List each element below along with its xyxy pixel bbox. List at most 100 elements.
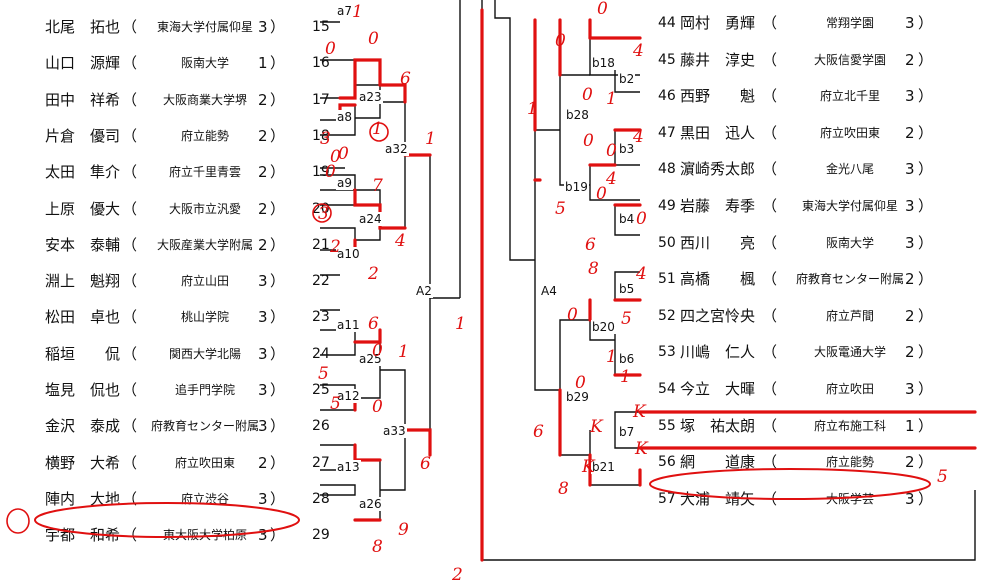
player-grade: 3: [905, 14, 915, 32]
frame-line: [481, 0, 976, 561]
player-name: 太田 隼介: [45, 163, 121, 182]
handwritten-mark: 4: [395, 231, 406, 251]
player-school: 関西大学北陽: [168, 346, 241, 361]
paren-open: （: [122, 453, 138, 472]
handwritten-mark: 4: [606, 169, 617, 189]
player-school: 府立吹田: [825, 382, 874, 396]
player-entry-number: 45: [658, 51, 676, 68]
handwritten-mark: 1: [372, 119, 383, 139]
handwritten-mark: 2: [330, 237, 341, 257]
paren-open: （: [122, 308, 138, 327]
handwritten-mark: 0: [636, 209, 647, 229]
match-label: a24: [358, 212, 383, 226]
match-label: b5: [618, 282, 636, 296]
handwritten-mark: 5: [330, 394, 341, 414]
paren-open: （: [762, 380, 778, 398]
paren-close: ）: [270, 163, 286, 182]
player-grade: 2: [258, 126, 268, 145]
player-name: 松田 卓也: [45, 308, 121, 327]
handwritten-mark: 6: [420, 454, 431, 474]
player-entry-number: 55: [658, 417, 676, 434]
player-name: 田中 祥希: [45, 90, 121, 109]
paren-open: （: [122, 199, 138, 218]
paren-open: （: [762, 233, 778, 252]
circle-rank-5-left: [6, 508, 30, 534]
paren-close: ）: [918, 160, 934, 179]
paren-open: （: [122, 18, 138, 36]
match-label: b6: [618, 352, 636, 366]
player-name: 岡村 勇輝: [680, 14, 756, 32]
player-school: 大阪信愛学園: [813, 52, 886, 67]
handwritten-mark: 1: [606, 347, 617, 367]
match-label: a23: [358, 90, 383, 104]
player-school: 府立千里青雲: [168, 165, 241, 180]
player-school: 大阪電通大学: [813, 345, 886, 360]
A4-join: [534, 129, 560, 391]
paren-close: ）: [270, 126, 286, 145]
handwritten-mark: 6: [368, 314, 379, 334]
player-grade: 3: [905, 160, 915, 179]
match-label: a13: [336, 460, 361, 474]
player-grade: 3: [258, 272, 268, 291]
handwritten-mark: 0: [330, 147, 341, 167]
match-label: b29: [565, 390, 590, 404]
player-grade: 2: [905, 343, 915, 362]
handwritten-mark: 0: [338, 144, 349, 164]
player-grade: 2: [905, 270, 915, 289]
player-entry-number: 22: [312, 273, 330, 290]
player-name: 濵崎秀太郎: [680, 160, 756, 179]
handwritten-mark: 0: [325, 162, 336, 182]
A2-lower: [405, 298, 431, 431]
player-name: 安本 泰輔: [45, 235, 121, 254]
player-name: 西野 魁: [680, 87, 756, 106]
player-grade: 3: [258, 18, 268, 36]
circle-utsu: [34, 502, 300, 538]
paren-close: ）: [918, 233, 934, 252]
player-grade: 3: [258, 344, 268, 363]
handwritten-mark: 5: [937, 467, 948, 487]
player-name: 網 道康: [680, 453, 756, 472]
paren-close: ）: [918, 306, 934, 325]
paren-close: ）: [918, 489, 934, 508]
paren-open: （: [762, 306, 778, 325]
handwritten-mark: 2: [368, 264, 379, 284]
player-grade: 2: [258, 453, 268, 472]
center-line: [494, 0, 535, 261]
player-grade: 3: [258, 381, 268, 399]
player-grade: 2: [905, 453, 915, 472]
paren-close: ）: [270, 54, 286, 73]
player-grade: 2: [258, 90, 268, 109]
handwritten-mark: 6: [533, 422, 544, 442]
player-grade: 3: [905, 87, 915, 106]
match-label: b3: [618, 142, 636, 156]
player-name: 岩藤 寿季: [680, 197, 756, 215]
paren-open: （: [122, 126, 138, 145]
player-school: 東海大学付属仰星: [156, 20, 253, 34]
paren-close: ）: [918, 343, 934, 362]
handwritten-mark: 1: [425, 129, 436, 149]
player-school: 府立能勢: [825, 455, 874, 470]
paren-close: ）: [918, 87, 934, 106]
handwritten-mark: 7: [372, 176, 383, 196]
handwritten-mark: 6: [400, 69, 411, 89]
circle-score-left-3: [312, 203, 332, 223]
player-grade: 3: [905, 380, 915, 398]
paren-open: （: [122, 344, 138, 363]
player-school: 大阪市立汎愛: [168, 201, 241, 216]
paren-close: ）: [270, 344, 286, 363]
paren-close: ）: [270, 272, 286, 291]
paren-open: （: [762, 453, 778, 472]
player-entry-number: 57: [658, 490, 676, 507]
player-school: 府立吹田東: [174, 455, 235, 470]
handwritten-mark: 8: [588, 259, 599, 279]
player-name: 山口 源輝: [45, 54, 121, 73]
